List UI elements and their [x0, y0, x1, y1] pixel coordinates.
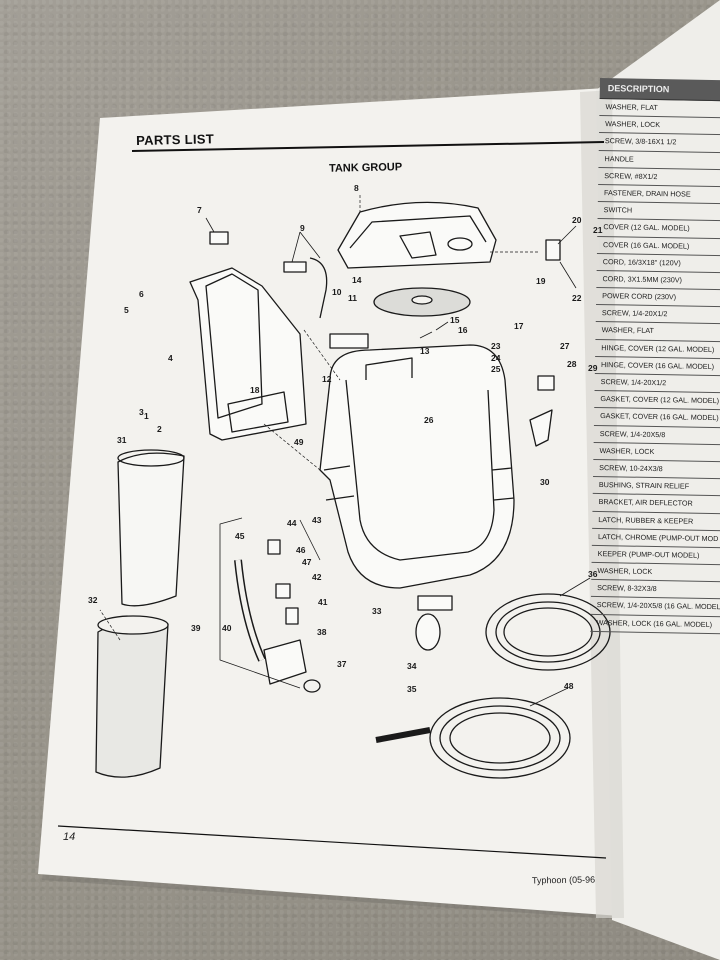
callout-22: 22: [572, 293, 582, 303]
tank-group-diagram: [95, 195, 611, 779]
callout-25: 25: [491, 364, 501, 374]
page-number: 14: [63, 831, 76, 843]
list-header: DESCRIPTION: [599, 78, 720, 102]
right-page: [596, 0, 720, 960]
callout-30: 30: [540, 477, 550, 487]
callout-47: 47: [302, 557, 312, 567]
callout-35: 35: [407, 684, 417, 694]
callout-10: 10: [332, 287, 342, 297]
page-title: PARTS LIST: [136, 131, 215, 148]
callout-8: 8: [354, 183, 359, 193]
callout-42: 42: [312, 572, 322, 582]
callout-12: 12: [322, 374, 332, 384]
callout-41: 41: [318, 597, 328, 607]
callout-24: 24: [491, 353, 501, 363]
callout-29: 29: [588, 363, 598, 373]
callout-31: 31: [117, 435, 127, 445]
callout-48: 48: [564, 681, 574, 691]
callout-11: 11: [348, 293, 357, 303]
callout-34: 34: [407, 661, 417, 671]
callout-18: 18: [250, 385, 260, 395]
callout-5: 5: [124, 305, 129, 315]
callout-1: 1: [144, 411, 149, 421]
callout-37: 37: [337, 659, 347, 669]
callout-15: 15: [450, 315, 460, 325]
parts-description-list: DESCRIPTION WASHER, FLAT WASHER, LOCK SC…: [590, 78, 720, 635]
callout-28: 28: [567, 359, 577, 369]
callout-17: 17: [514, 321, 524, 331]
diagram-title: TANK GROUP: [328, 161, 403, 175]
callout-3: 3: [139, 407, 144, 417]
callout-19: 19: [536, 276, 546, 286]
callout-16: 16: [458, 325, 468, 335]
callout-9: 9: [300, 223, 305, 233]
callout-2: 2: [157, 424, 162, 434]
callout-36: 36: [588, 569, 598, 579]
callout-26: 26: [424, 415, 434, 425]
callout-49: 49: [294, 437, 304, 447]
callout-43: 43: [312, 515, 322, 525]
callout-6: 6: [139, 289, 144, 299]
callout-32: 32: [88, 595, 98, 605]
callout-13: 13: [420, 346, 430, 356]
callout-4: 4: [168, 353, 173, 363]
callout-20: 20: [572, 215, 582, 225]
callout-40: 40: [222, 623, 232, 633]
callout-27: 27: [560, 341, 570, 351]
footer-model-label: Typhoon (05-96: [531, 874, 596, 886]
callout-39: 39: [191, 623, 201, 633]
callout-44: 44: [287, 518, 297, 528]
callout-21: 21: [593, 225, 603, 235]
callout-38: 38: [317, 627, 327, 637]
callout-46: 46: [296, 545, 306, 555]
callout-7: 7: [197, 205, 202, 215]
callout-23: 23: [491, 341, 501, 351]
callout-45: 45: [235, 531, 245, 541]
callout-33: 33: [372, 606, 382, 616]
callout-14: 14: [352, 275, 362, 285]
list-item: WASHER, LOCK (16 GAL. MODEL): [590, 614, 720, 635]
